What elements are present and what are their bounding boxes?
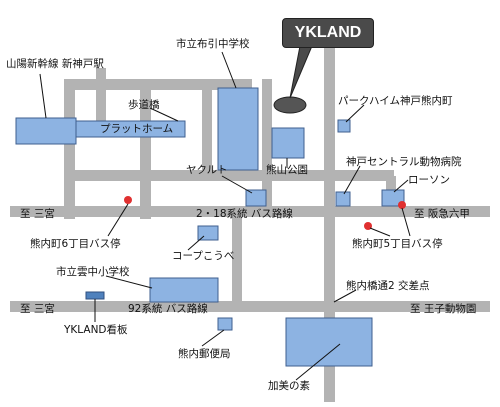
label-unchu-school: 市立雲中小学校 bbox=[56, 266, 130, 278]
bus-stop-5chome-b bbox=[398, 201, 406, 209]
building-shinkansen bbox=[15, 117, 77, 145]
road-main-horizontal bbox=[10, 206, 490, 217]
road-vertical-lower bbox=[232, 212, 242, 312]
road-upper-horizontal bbox=[64, 79, 252, 90]
bus-stop-6chome bbox=[124, 196, 132, 204]
label-bus-stop-5: 熊内町5丁目バス停 bbox=[352, 238, 443, 250]
leader-shinkansen bbox=[39, 73, 47, 119]
building-yakult bbox=[245, 189, 267, 207]
road-lower-horizontal bbox=[10, 301, 490, 312]
road-vertical-2 bbox=[96, 68, 106, 128]
ykland-pin-label: YKLAND bbox=[282, 18, 374, 48]
label-lawson: ローソン bbox=[408, 174, 450, 186]
ykland-signboard bbox=[85, 291, 105, 300]
leader-animal-hospital bbox=[343, 165, 361, 195]
label-yakult: ヤクルト bbox=[186, 164, 228, 176]
leader-nunobiki bbox=[221, 51, 237, 89]
leader-lines bbox=[39, 51, 411, 381]
leader-footbridge bbox=[149, 107, 179, 122]
building-post-office bbox=[217, 317, 233, 331]
leader-bus-stop-5b bbox=[401, 207, 411, 237]
road-vertical-5 bbox=[262, 79, 272, 209]
building-nunobiki-school bbox=[217, 87, 259, 171]
building-coop bbox=[197, 225, 219, 241]
label-to-sannomiya-1: 至 三宮 bbox=[20, 208, 55, 220]
label-post-office: 熊内郵便局 bbox=[178, 348, 231, 360]
leader-park-heim bbox=[345, 104, 365, 123]
building-unchu-school bbox=[149, 277, 219, 303]
label-footbridge: 歩道橋 bbox=[128, 99, 160, 111]
leader-yakult bbox=[221, 175, 253, 194]
leader-bus-stop-6 bbox=[107, 203, 129, 237]
buildings bbox=[15, 87, 405, 367]
building-animal-hospital bbox=[335, 191, 351, 207]
road-left-vertical bbox=[64, 79, 75, 219]
label-bus-stop-6: 熊内町6丁目バス停 bbox=[30, 238, 121, 250]
label-kami-no-moto: 加美の素 bbox=[268, 380, 310, 392]
label-to-sannomiya-2: 至 三宮 bbox=[20, 303, 55, 315]
leader-unchu bbox=[105, 275, 153, 289]
ykland-location bbox=[273, 96, 307, 114]
road-vertical-3 bbox=[140, 79, 151, 219]
label-route-218: 2・18系統 バス路線 bbox=[196, 208, 293, 220]
leader-post-office bbox=[201, 329, 225, 347]
label-route-92: 92系統 バス路線 bbox=[128, 303, 208, 315]
label-ykland-sign: YKLAND看板 bbox=[64, 324, 128, 336]
label-kumayama-park: 熊山公園 bbox=[266, 164, 308, 176]
label-park-heim: パークハイム神戸熊内町 bbox=[338, 95, 453, 107]
leader-lawson bbox=[393, 179, 409, 193]
label-coop: コープこうべ bbox=[172, 250, 235, 262]
label-shinkansen: 山陽新幹線 新神戸駅 bbox=[6, 58, 104, 70]
label-animal-hospital: 神戸セントラル動物病院 bbox=[346, 156, 462, 168]
road-main-vertical bbox=[324, 42, 335, 402]
leader-kumauchi-bashi bbox=[333, 289, 357, 303]
leader-kami-no-moto bbox=[295, 343, 341, 381]
label-platform: プラットホーム bbox=[100, 123, 174, 135]
roads bbox=[10, 42, 490, 402]
building-kumayama-park bbox=[271, 127, 305, 159]
ykland-pin-pointer bbox=[289, 45, 313, 99]
label-nunobiki-school: 市立布引中学校 bbox=[176, 38, 250, 50]
leader-coop bbox=[187, 235, 205, 251]
label-kumauchi-bashi: 熊内橋通2 交差点 bbox=[346, 280, 430, 292]
building-lawson bbox=[381, 189, 405, 207]
building-park-heim bbox=[337, 119, 351, 133]
road-mid-horizontal bbox=[64, 170, 394, 181]
label-to-hankyu: 至 阪急六甲 bbox=[414, 208, 470, 220]
road-vertical-4 bbox=[202, 79, 212, 174]
label-to-oji-zoo: 至 王子動物園 bbox=[410, 303, 477, 315]
building-kami-no-moto bbox=[285, 317, 373, 367]
leader-bus-stop-5a bbox=[369, 227, 391, 237]
